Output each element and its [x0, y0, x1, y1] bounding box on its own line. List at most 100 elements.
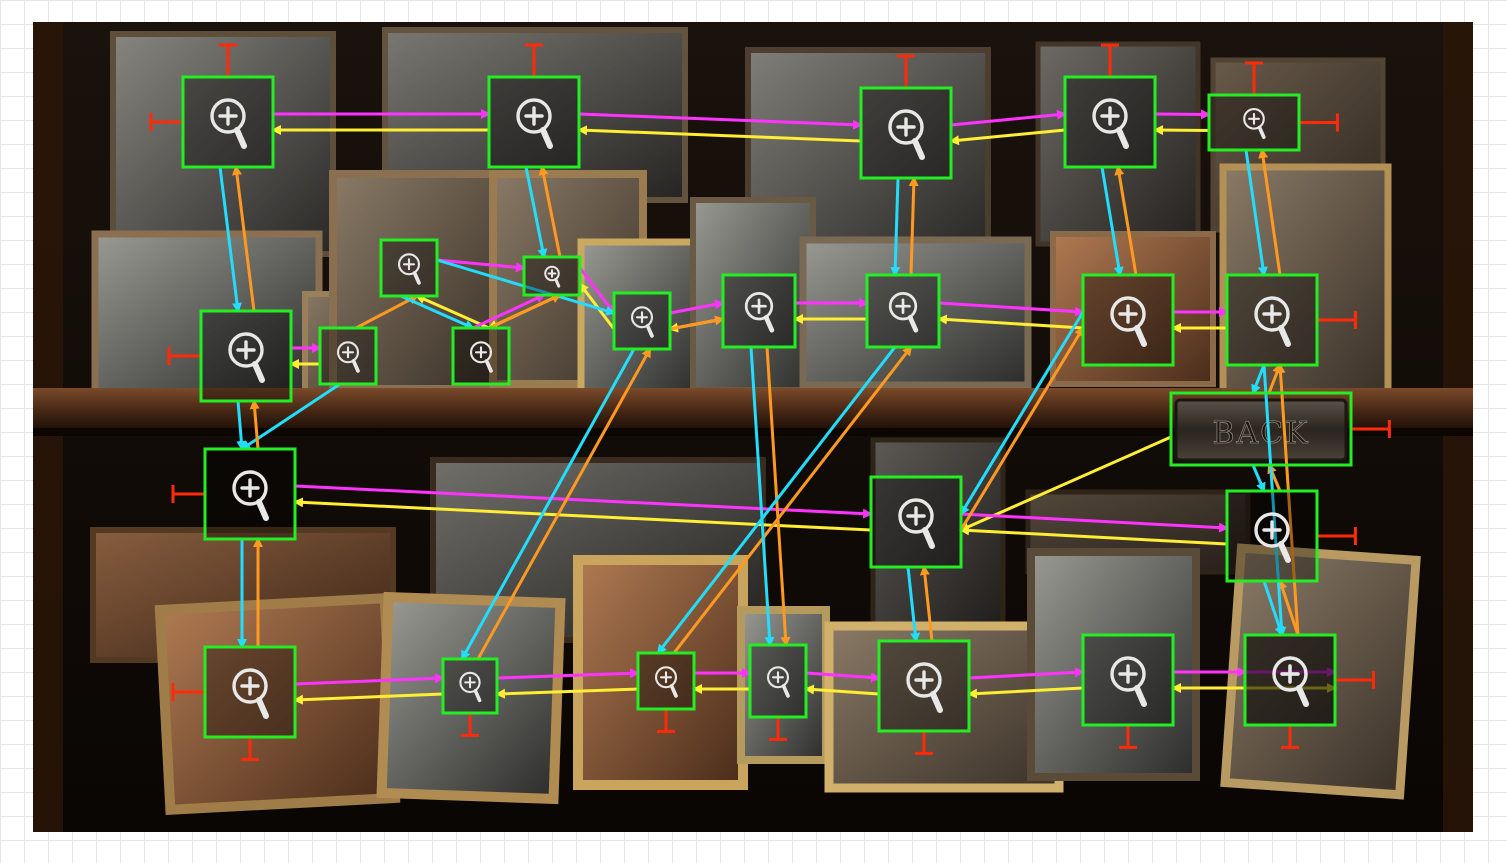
zoom-in-magnifier-icon — [906, 662, 943, 713]
boundary-stop-icon — [171, 683, 205, 701]
nav-edge-up-n6-to-n1 — [232, 165, 256, 312]
photo-focus-box-n1[interactable] — [181, 75, 275, 169]
nav-edge-left-n9-to-n8 — [415, 294, 490, 330]
nav-edge-left-n20-to-n19 — [293, 692, 444, 705]
nav-edge-up-n23-to-n17 — [919, 565, 934, 642]
boundary-stop-icon — [1281, 725, 1299, 749]
nav-edge-up-n7-to-n8 — [355, 294, 419, 330]
nav-edge-right-n9-to-n10 — [472, 293, 546, 330]
zoom-in-magnifier-icon — [630, 306, 654, 338]
boundary-stop-icon — [1335, 671, 1375, 689]
boundary-stop-icon — [1245, 61, 1263, 95]
photo-focus-box-n6[interactable] — [199, 309, 293, 403]
zoom-in-magnifier-icon — [210, 98, 247, 149]
photo-focus-box-n24[interactable] — [1081, 633, 1175, 727]
zoom-in-magnifier-icon — [232, 668, 269, 719]
zoom-in-magnifier-icon — [888, 109, 925, 160]
nav-edge-right-n3-to-n4 — [950, 109, 1067, 127]
nav-edge-down-n17-to-n23 — [906, 566, 921, 643]
zoom-in-magnifier-icon — [1110, 296, 1147, 347]
photo-focus-box-n22[interactable] — [748, 643, 808, 719]
photo-focus-box-n17[interactable] — [869, 475, 963, 569]
zoom-in-magnifier-icon — [516, 98, 553, 149]
nav-edge-down-n11-to-n20 — [460, 348, 636, 661]
nav-edge-down-n15-to-n25 — [1262, 364, 1287, 637]
nav-edge-right-n13-to-n14 — [938, 301, 1085, 317]
boundary-stop-icon — [1317, 311, 1357, 329]
photo-focus-box-n10[interactable] — [522, 255, 582, 297]
zoom-in-magnifier-icon — [1110, 656, 1147, 707]
zoom-in-magnifier-icon — [888, 292, 919, 333]
photo-focus-box-n21[interactable] — [636, 651, 696, 711]
nav-edge-up-n10-to-n2 — [538, 165, 562, 258]
boundary-stop-icon — [241, 737, 259, 761]
nav-edge-down-n13-to-n21 — [656, 346, 897, 655]
nav-edge-left-n23-to-n22 — [804, 684, 880, 696]
nav-edge-right-n16-to-n17 — [294, 484, 873, 519]
photo-focus-box-n15[interactable] — [1225, 273, 1319, 367]
nav-edge-up-n14-to-n4 — [1114, 165, 1138, 276]
photo-focus-box-n7[interactable] — [318, 326, 378, 386]
nav-edge-down-n2-to-n10 — [524, 166, 548, 259]
nav-edge-right-n11-to-n12 — [669, 299, 725, 315]
photo-focus-box-n2[interactable] — [487, 75, 581, 169]
nav-edge-left-n21-to-n20 — [495, 687, 639, 699]
nav-edge-right-n17-to-n18 — [960, 512, 1229, 533]
boundary-stop-icon — [657, 709, 675, 733]
photo-wall-canvas: BACK — [33, 22, 1473, 832]
nav-edge-left-n5-to-n4 — [1153, 125, 1210, 136]
photo-focus-box-n13[interactable] — [865, 273, 941, 349]
zoom-in-magnifier-icon — [654, 666, 678, 698]
nav-edge-left-n18-to-n17 — [959, 525, 1228, 546]
photo-focus-box-n12[interactable] — [721, 273, 797, 349]
zoom-in-magnifier-icon — [228, 332, 265, 383]
boundary-stop-icon — [1351, 420, 1391, 438]
zoom-in-magnifier-icon — [744, 292, 775, 333]
boundary-stop-icon — [167, 347, 201, 365]
boundary-stop-icon — [1119, 725, 1137, 749]
nav-edge-up-n17-to-n14 — [959, 326, 1085, 531]
boundary-stop-icon — [461, 713, 479, 737]
nav-edge-right-n20-to-n21 — [496, 668, 640, 680]
nav-edge-up-n15-to-n5 — [1258, 148, 1282, 276]
zoom-in-magnifier-icon — [397, 253, 421, 285]
nav-edge-down-n12-to-n22 — [749, 346, 775, 647]
photo-focus-box-n16[interactable] — [203, 447, 297, 541]
zoom-in-magnifier-icon — [469, 341, 493, 373]
photo-focus-box-n5[interactable] — [1207, 93, 1301, 152]
zoom-in-magnifier-icon — [1092, 98, 1129, 149]
zoom-in-magnifier-icon — [232, 470, 269, 521]
boundary-stop-icon — [219, 43, 237, 77]
zoom-in-magnifier-icon — [459, 671, 482, 703]
zoom-in-magnifier-icon — [544, 265, 561, 288]
boundary-stop-icon — [171, 485, 205, 503]
zoom-in-magnifier-icon — [1254, 296, 1291, 347]
zoom-in-magnifier-icon — [1272, 656, 1309, 707]
back-plate-label: BACK — [1212, 416, 1309, 451]
photo-focus-box-n20[interactable] — [441, 657, 499, 715]
nav-edge-left-n24-to-n23 — [967, 686, 1084, 699]
nav-edge-left-n4-to-n3 — [949, 128, 1066, 146]
nav-edge-down-n15-to-back — [1251, 364, 1266, 395]
photo-focus-box-n9[interactable] — [451, 326, 511, 386]
photo-focus-box-n3[interactable] — [859, 86, 953, 180]
nav-edge-right-n10-to-n11 — [578, 267, 616, 315]
zoom-in-magnifier-icon — [1254, 512, 1291, 563]
nav-edge-up-n20-to-n11 — [476, 347, 652, 660]
back-button-focus-box[interactable] — [1169, 391, 1353, 467]
boundary-stop-icon — [1299, 113, 1339, 132]
photo-focus-box-n14[interactable] — [1081, 273, 1175, 367]
photo-focus-box-n8[interactable] — [379, 238, 439, 298]
photo-focus-box-n23[interactable] — [877, 639, 971, 733]
nav-edge-down-n18-to-n26 — [1262, 580, 1285, 637]
photo-focus-box-n18[interactable] — [1225, 489, 1319, 583]
nav-edge-up-n11-to-n12 — [669, 315, 725, 331]
photo-focus-box-n11[interactable] — [612, 291, 672, 351]
boundary-stop-icon — [525, 43, 543, 77]
photo-focus-box-n26[interactable] — [1243, 633, 1337, 727]
photo-focus-box-n4[interactable] — [1063, 75, 1157, 169]
zoom-in-magnifier-icon — [898, 498, 935, 549]
zoom-in-magnifier-icon — [1243, 108, 1266, 140]
photo-focus-box-n19[interactable] — [203, 645, 297, 739]
